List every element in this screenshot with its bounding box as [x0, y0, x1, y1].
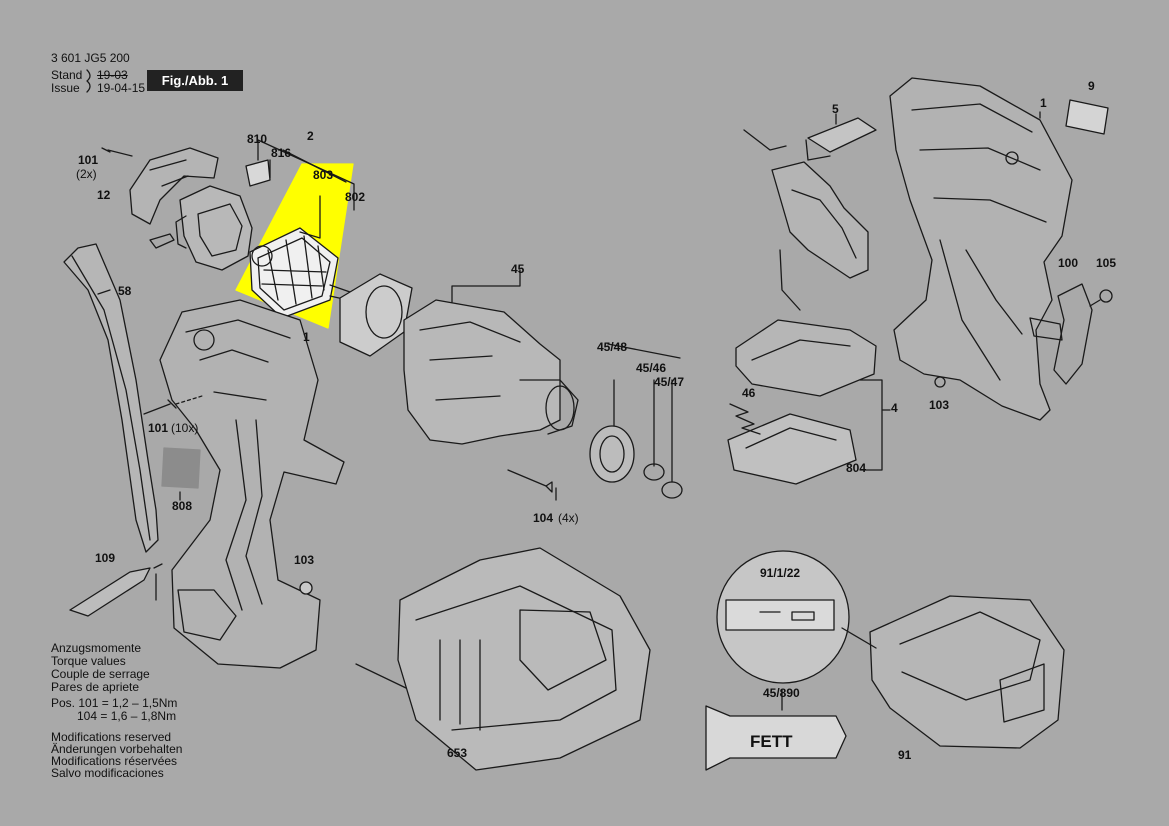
label-91: 91 [898, 748, 912, 762]
note-line-2: Änderungen vorbehalten [51, 742, 183, 756]
label-5: 5 [832, 102, 839, 116]
label-100: 100 [1058, 256, 1079, 270]
label-45-47: 45/47 [654, 375, 685, 389]
label-101-housing-count: (10x) [171, 421, 199, 435]
charger-653 [355, 547, 651, 771]
torque-line-3: Couple de serrage [51, 667, 150, 681]
battery-91 [869, 595, 1065, 749]
label-45-46: 45/46 [636, 361, 667, 375]
torque-line-1: Anzugsmomente [51, 641, 142, 655]
label-804: 804 [846, 461, 867, 475]
label-101-housing: 101 [148, 421, 169, 435]
torque-pos-104: 104 = 1,6 – 1,8Nm [77, 709, 177, 723]
housing-right [889, 77, 1073, 421]
label-803: 803 [313, 168, 334, 182]
label-45-48: 45/48 [597, 340, 628, 354]
ring-802 [339, 273, 413, 357]
label-1-left: 1 [303, 330, 310, 344]
motor-803 [249, 195, 351, 319]
label-12: 12 [97, 188, 111, 202]
label-9: 9 [1088, 79, 1095, 93]
torque-line-2: Torque values [51, 654, 126, 668]
label-816: 816 [271, 146, 292, 160]
label-808: 808 [172, 499, 193, 513]
label-109: 109 [95, 551, 116, 565]
note-line-4: Salvo modificaciones [51, 766, 164, 780]
label-103-left: 103 [294, 553, 315, 567]
label-802: 802 [345, 190, 366, 204]
stand-label: Stand [51, 68, 83, 82]
label-653: 653 [447, 746, 468, 760]
issue-label: Issue [51, 81, 80, 95]
gearbox-45 [403, 269, 579, 445]
label-105: 105 [1096, 256, 1117, 270]
label-45-890: 45/890 [763, 686, 800, 700]
torque-pos-101: Pos. 101 = 1,2 – 1,5Nm [51, 696, 178, 710]
label-91-1-22: 91/1/22 [760, 566, 801, 580]
label-45: 45 [511, 262, 525, 276]
label-103-right: 103 [929, 398, 950, 412]
label-810: 810 [247, 132, 268, 146]
switch-assembly [743, 129, 869, 311]
label-104-count: (4x) [558, 511, 579, 525]
label-1-right: 1 [1040, 96, 1047, 110]
label-2: 2 [307, 129, 314, 143]
fett-label: FETT [750, 732, 793, 751]
label-4: 4 [891, 401, 898, 415]
document-number: 3 601 JG5 200 [51, 51, 130, 65]
torque-line-4: Pares de apriete [51, 680, 140, 694]
issue-value: 19-04-15 [97, 81, 146, 95]
note-line-3: Modifications réservées [51, 754, 178, 768]
label-101-top-count: (2x) [76, 167, 97, 181]
label-104: 104 [533, 511, 554, 525]
housing-left [159, 299, 345, 669]
label-101-top: 101 [78, 153, 99, 167]
stand-value: 19-03 [97, 68, 128, 82]
label-58: 58 [118, 284, 132, 298]
label-46: 46 [742, 386, 756, 400]
figure-tag: Fig./Abb. 1 [147, 70, 243, 91]
note-line-1: Modifications reserved [51, 730, 172, 744]
